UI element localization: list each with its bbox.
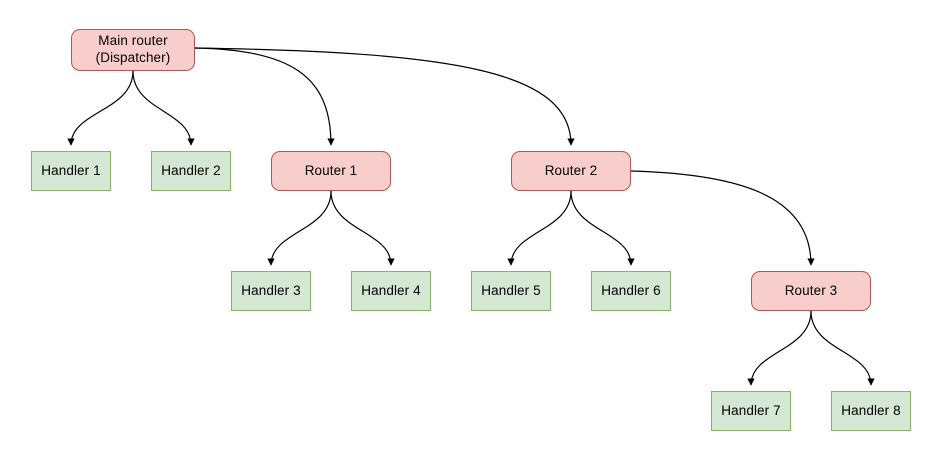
node-label: Handler 4 (361, 282, 421, 298)
node-router-1[interactable]: Router 1 (271, 151, 391, 191)
edge-main-router-to-router-2 (194, 47, 575, 146)
edge-router-1-to-handler-3 (267, 190, 332, 266)
edge-main-router-to-router-1 (194, 47, 335, 146)
node-label: Handler 5 (481, 282, 541, 298)
node-router-2[interactable]: Router 2 (511, 151, 631, 191)
node-handler-7[interactable]: Handler 7 (711, 391, 791, 431)
node-handler-5[interactable]: Handler 5 (471, 271, 551, 311)
node-label: Router 1 (304, 162, 358, 178)
node-handler-3[interactable]: Handler 3 (231, 271, 311, 311)
edge-router-2-to-router-3 (630, 170, 815, 266)
node-label: Handler 3 (241, 282, 301, 298)
node-handler-6[interactable]: Handler 6 (591, 271, 671, 311)
node-router-3[interactable]: Router 3 (751, 271, 871, 311)
node-handler-4[interactable]: Handler 4 (351, 271, 431, 311)
node-label: Handler 2 (161, 162, 221, 178)
node-label: Handler 8 (841, 402, 901, 418)
node-label: Router 3 (784, 282, 838, 298)
edge-main-router-to-handler-2 (132, 70, 195, 146)
node-handler-1[interactable]: Handler 1 (31, 151, 111, 191)
node-handler-2[interactable]: Handler 2 (151, 151, 231, 191)
node-label: Main router (Dispatcher) (95, 33, 171, 65)
edge-router-1-to-handler-4 (330, 190, 395, 266)
node-label: Handler 1 (41, 162, 101, 178)
edge-router-2-to-handler-5 (507, 190, 572, 266)
node-label: Router 2 (544, 162, 598, 178)
node-main-router[interactable]: Main router (Dispatcher) (71, 29, 195, 71)
edge-main-router-to-handler-1 (67, 70, 134, 146)
edge-router-3-to-handler-8 (810, 310, 875, 386)
node-handler-8[interactable]: Handler 8 (831, 391, 911, 431)
edge-router-3-to-handler-7 (747, 310, 812, 386)
node-label: Handler 7 (721, 402, 781, 418)
node-label: Handler 6 (601, 282, 661, 298)
edge-router-2-to-handler-6 (570, 190, 635, 266)
